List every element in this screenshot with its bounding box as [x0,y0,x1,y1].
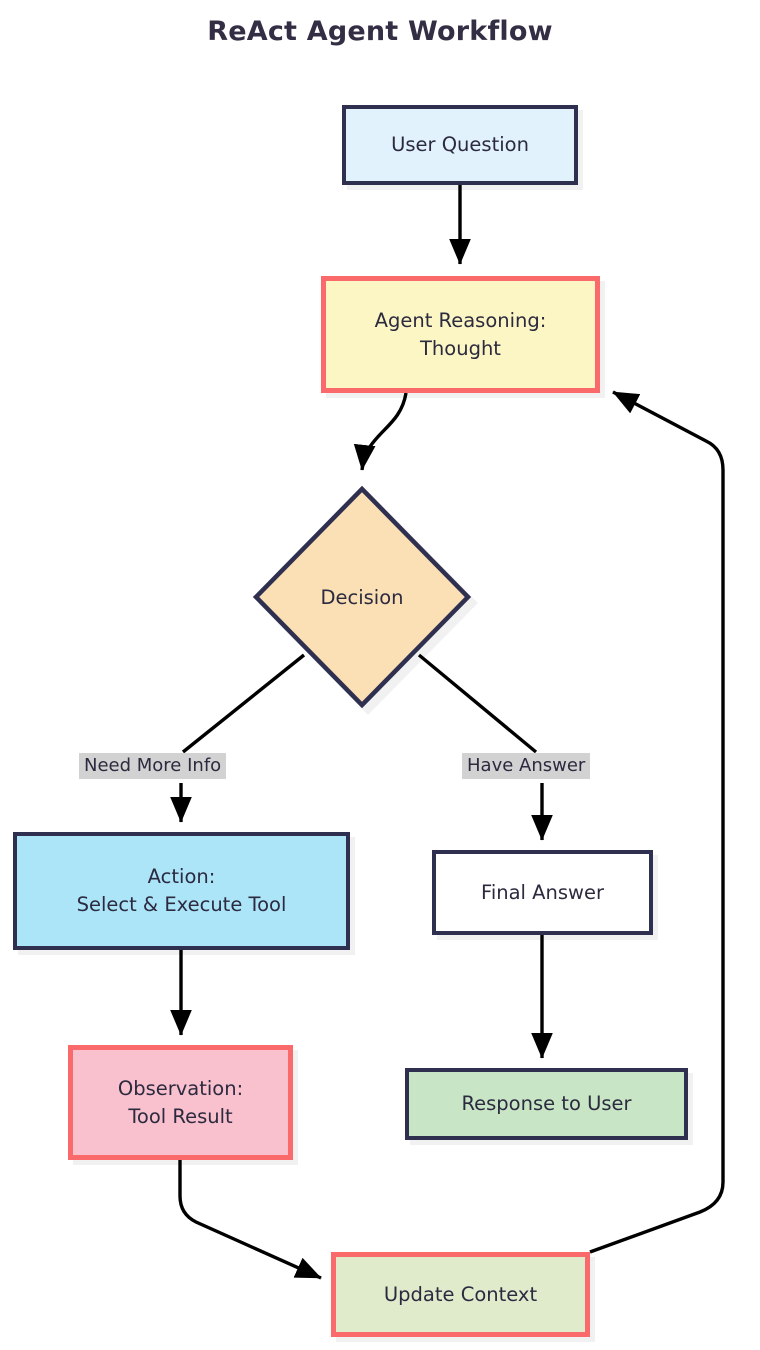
node-decision-label: Decision [320,585,404,609]
node-agent-reasoning[interactable]: Agent Reasoning: Thought [321,276,600,393]
node-final-answer-label: Final Answer [481,880,604,904]
node-response-to-user-label: Response to User [461,1092,632,1116]
edge-update-context-to-agent-reasoning [589,390,725,1254]
edge-observation-to-update-context [178,1160,322,1280]
node-observation[interactable]: Observation: Tool Result [68,1045,293,1160]
edge-agent-reasoning-to-decision [353,392,408,471]
node-decision[interactable]: Decision [252,485,478,715]
node-final-answer[interactable]: Final Answer [432,850,653,935]
edge-label-need-more-info: Need More Info [79,753,227,779]
node-update-context-label: Update Context [383,1282,538,1306]
node-update-context[interactable]: Update Context [331,1252,590,1337]
node-action-label: Action: Select & Execute Tool [76,865,287,916]
node-response-to-user[interactable]: Response to User [405,1068,688,1140]
node-observation-label: Observation: Tool Result [117,1076,244,1128]
node-agent-reasoning-label: Agent Reasoning: Thought [374,308,547,360]
edge-label-have-answer: Have Answer [462,753,591,779]
node-user-question[interactable]: User Question [342,105,578,185]
edge-decision-to-need-more-info [181,653,306,754]
edge-decision-to-have-answer [417,653,538,754]
page-title: ReAct Agent Workflow [207,16,553,47]
node-user-question-label: User Question [391,133,529,157]
node-action[interactable]: Action: Select & Execute Tool [13,832,350,950]
decision-diamond-shape [252,485,472,709]
